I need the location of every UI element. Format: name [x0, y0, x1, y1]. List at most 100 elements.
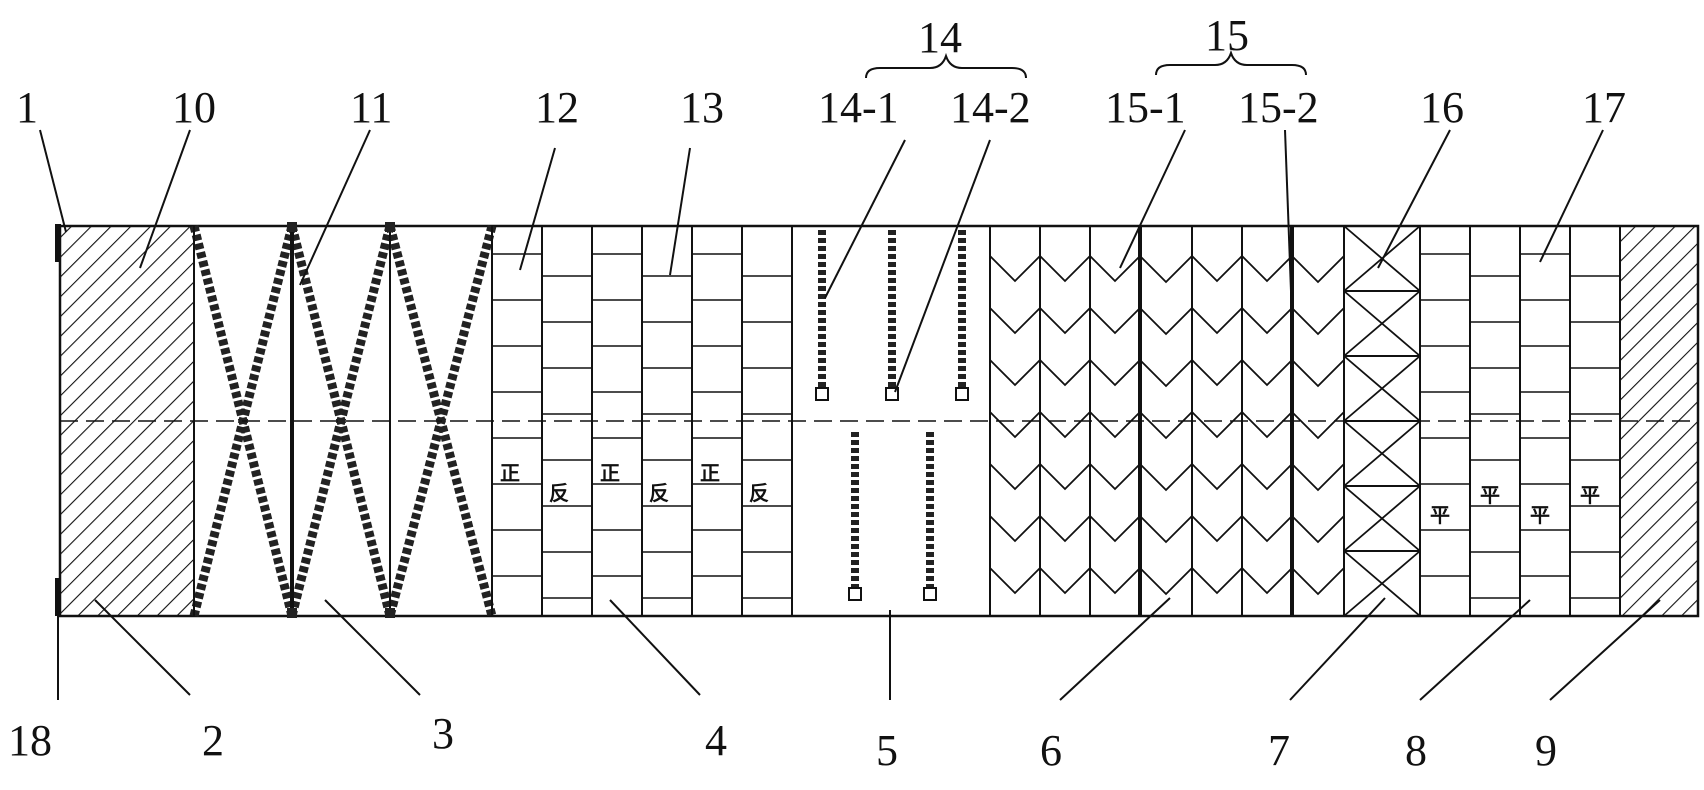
mark-ping-4: 平 — [1580, 483, 1600, 507]
chevron — [1241, 307, 1293, 335]
label-1: 1 — [16, 83, 38, 132]
chevron — [1241, 515, 1293, 543]
label-9: 9 — [1535, 726, 1557, 775]
chain-anchor — [385, 222, 395, 232]
chevron — [1089, 359, 1141, 387]
number-labels: 1 10 11 12 13 14 14-1 14-2 15 15-1 15-2 … — [8, 11, 1626, 775]
label-15: 15 — [1205, 11, 1249, 60]
chain-weight — [923, 587, 937, 601]
chain-weight — [815, 387, 829, 401]
label-2: 2 — [202, 716, 224, 765]
chevron — [1291, 567, 1345, 596]
chevron — [1039, 567, 1091, 595]
label-17: 17 — [1582, 83, 1626, 132]
label-14-2: 14-2 — [950, 83, 1031, 132]
section-5-hanging-chains — [815, 230, 969, 601]
x-line — [1343, 485, 1421, 552]
chevron — [1191, 515, 1243, 543]
label-16: 16 — [1420, 83, 1464, 132]
chevron — [1241, 567, 1293, 595]
chain-anchor — [385, 608, 395, 618]
label-7: 7 — [1268, 726, 1290, 775]
chevron — [1089, 255, 1141, 283]
label-15-1: 15-1 — [1105, 83, 1186, 132]
label-14: 14 — [918, 13, 962, 62]
chevron — [989, 515, 1041, 543]
chevron — [1291, 359, 1345, 388]
chevron — [1291, 463, 1345, 492]
label-5: 5 — [876, 726, 898, 775]
label-11: 11 — [350, 83, 392, 132]
leader-lines — [39, 129, 1661, 701]
chevron — [989, 411, 1041, 439]
chevron — [1241, 255, 1293, 283]
brace-14 — [865, 52, 1027, 79]
chevron — [1191, 255, 1243, 283]
brace-15 — [1155, 49, 1307, 76]
mark-ping-2: 平 — [1480, 483, 1500, 507]
chain-anchor — [287, 222, 297, 232]
label-18: 18 — [8, 716, 52, 765]
label-6: 6 — [1040, 726, 1062, 775]
chevron — [1191, 463, 1243, 491]
chevron — [1139, 463, 1193, 492]
x-line — [1343, 355, 1421, 422]
chevron — [1191, 411, 1243, 439]
chevron — [989, 567, 1041, 595]
chevron — [1291, 411, 1345, 440]
x-line — [1343, 290, 1421, 357]
chevron — [1089, 515, 1141, 543]
chevron — [1089, 463, 1141, 491]
chain-weight — [885, 387, 899, 401]
chevron — [1139, 255, 1193, 284]
chevron — [989, 255, 1041, 283]
chevron — [1089, 307, 1141, 335]
label-4: 4 — [705, 716, 727, 765]
chevron — [989, 359, 1041, 387]
chevron — [1039, 255, 1091, 283]
label-10: 10 — [172, 83, 216, 132]
chevron — [1241, 411, 1293, 439]
chevron — [1291, 307, 1345, 336]
chevron — [1191, 359, 1243, 387]
section-3-crossed-chains — [189, 222, 497, 618]
chevron — [989, 307, 1041, 335]
chevron — [1241, 463, 1293, 491]
chevron — [1039, 515, 1091, 543]
mark-zheng-1: 正 — [500, 461, 520, 485]
chain-weight — [955, 387, 969, 401]
section-8-marks: 平 平 平 平 — [1430, 483, 1600, 527]
chevron — [1191, 307, 1243, 335]
chevron — [1241, 359, 1293, 387]
mark-ping-3: 平 — [1530, 503, 1550, 527]
section-7-x-pattern — [1343, 225, 1421, 617]
label-12: 12 — [535, 83, 579, 132]
chevron — [1089, 411, 1141, 439]
label-13: 13 — [680, 83, 724, 132]
mark-fan-2: 反 — [649, 481, 669, 505]
chevron — [1039, 359, 1091, 387]
label-8: 8 — [1405, 726, 1427, 775]
chevron — [1039, 307, 1091, 335]
chevron — [1039, 411, 1091, 439]
x-line — [1343, 420, 1421, 487]
chevron — [1291, 255, 1345, 284]
section-4-marks: 正 反 正 反 正 反 — [500, 461, 769, 505]
chain-anchor — [287, 608, 297, 618]
chevron — [989, 463, 1041, 491]
chevron — [1291, 515, 1345, 544]
x-line — [1343, 550, 1421, 617]
chevron — [1139, 567, 1193, 596]
mark-ping-1: 平 — [1430, 503, 1450, 527]
chain-weight — [848, 587, 862, 601]
label-14-1: 14-1 — [818, 83, 899, 132]
mark-fan-3: 反 — [749, 481, 769, 505]
chevron — [1191, 567, 1243, 595]
chain-diag — [287, 224, 395, 618]
label-15-2: 15-2 — [1238, 83, 1319, 132]
mark-zheng-2: 正 — [600, 461, 620, 485]
chevron — [1139, 515, 1193, 544]
chevron — [1089, 567, 1141, 595]
